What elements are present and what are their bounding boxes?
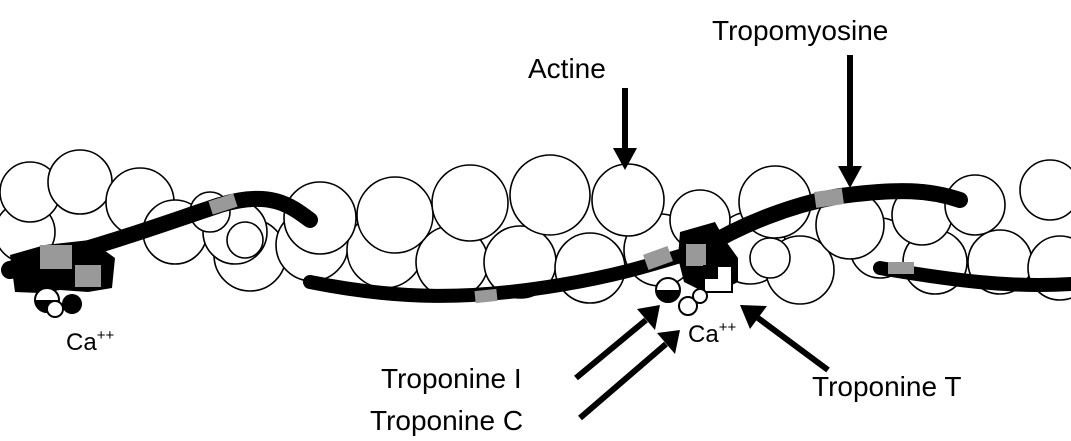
label-troponine-c: Troponine C <box>370 405 523 436</box>
label-ca-left: Ca++ <box>66 327 114 356</box>
ca-ion-left <box>47 301 63 317</box>
actin-monomer <box>48 150 112 214</box>
ca-right-sup: ++ <box>719 319 737 336</box>
troponin-left-segment <box>75 265 101 287</box>
troponin-right-segment <box>686 244 706 266</box>
troponine-t-arrow <box>740 305 828 370</box>
troponin-left-segment <box>40 245 72 269</box>
troponin-complex-left <box>10 240 115 317</box>
actin-monomer <box>510 155 590 235</box>
troponin-right-square-dark <box>704 266 718 279</box>
ca-left-sup: ++ <box>97 327 115 344</box>
actin-monomer <box>432 165 508 241</box>
troponin-i-right-half <box>656 290 680 302</box>
actin-monomer <box>750 238 790 278</box>
tropomyosine-arrow <box>838 55 862 188</box>
actin-monomer <box>592 164 664 236</box>
label-tropomyosine: Tropomyosine <box>712 15 888 46</box>
ca-ion-right <box>693 289 707 303</box>
label-ca-right: Ca++ <box>688 319 736 348</box>
tropomyosin-segment <box>474 289 497 303</box>
actin-monomer <box>357 177 433 253</box>
actin-monomer <box>1020 160 1071 220</box>
label-troponine-i: Troponine I <box>381 363 522 394</box>
actine-arrow <box>613 88 637 170</box>
troponine-i-arrow <box>576 305 660 378</box>
tropomyosin-segment <box>888 262 914 274</box>
ca-left-base: Ca <box>66 329 97 356</box>
label-actine: Actine <box>528 53 606 84</box>
troponine-c-arrow <box>580 330 680 418</box>
troponin-c-left <box>62 294 82 314</box>
label-troponine-t: Troponine T <box>812 371 961 402</box>
ca-right-base: Ca <box>688 321 719 348</box>
actin-monomer <box>227 222 263 258</box>
